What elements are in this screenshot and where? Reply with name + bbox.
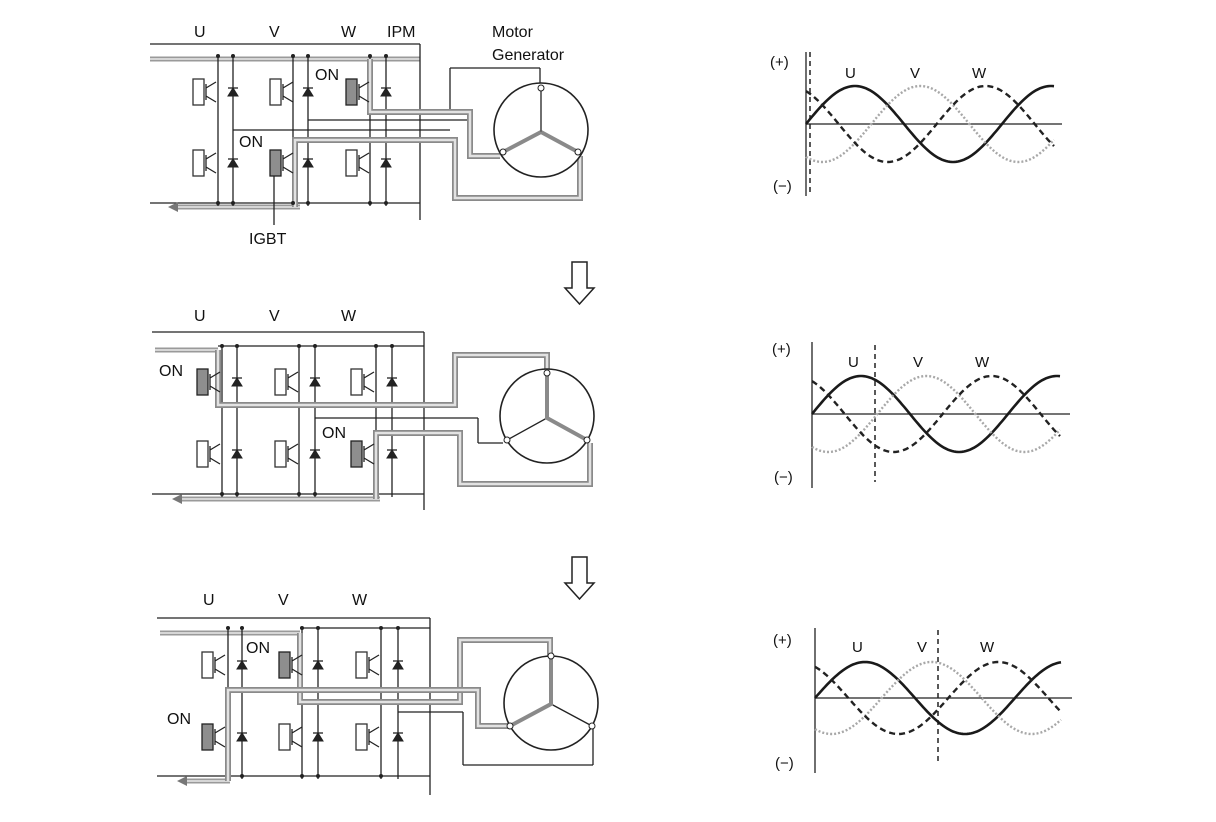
wave-u-2 (811, 374, 1061, 454)
igbt-u-upper-1 (192, 78, 205, 106)
down-arrow-2 (563, 556, 596, 601)
motor-label-line1: Motor (492, 24, 534, 41)
wave-plus-label-3: (+) (773, 632, 792, 649)
phase-label-w-2: W (341, 308, 357, 325)
wave-label-v-3: V (917, 639, 927, 656)
igbt-u-lower-1 (192, 149, 205, 177)
igbt-u-lower-2 (196, 440, 209, 468)
wave-label-w-1: W (972, 65, 987, 82)
waveform-panel-1: (+) (−) U V W (770, 52, 1062, 196)
igbt-v-upper-2 (274, 368, 287, 396)
phase-label-u-1: U (194, 24, 206, 41)
wave-v-1 (805, 84, 1055, 164)
igbt-w-upper-1 (345, 78, 358, 106)
igbt-u-upper-3 (201, 651, 214, 679)
on-label-1a: ON (315, 67, 339, 84)
phase-label-v-1: V (269, 24, 280, 41)
waveform-panels: (+) (−) U V W (+) (−) U V W (770, 52, 1072, 773)
wave-v-3 (814, 660, 1062, 736)
circuit-panel-1: U V W IPM Motor Generator (150, 24, 589, 248)
igbt-label: IGBT (249, 231, 287, 248)
on-label-3a: ON (246, 640, 270, 657)
wave-u-3 (814, 660, 1062, 736)
down-arrow-1 (563, 261, 596, 306)
circuit-panel-3: U V W (157, 592, 599, 795)
igbt-v-lower-3 (278, 723, 291, 751)
igbt-v-lower-1 (269, 149, 282, 177)
diodes-1 (227, 87, 392, 168)
phase-label-w-3: W (352, 592, 368, 609)
phase-label-v-3: V (278, 592, 289, 609)
igbt-v-lower-2 (274, 440, 287, 468)
igbt-v-upper-3 (278, 651, 291, 679)
wave-w-1 (805, 84, 1055, 164)
igbt-w-lower-2 (350, 440, 363, 468)
motor-label-line2: Generator (492, 47, 565, 64)
igbt-w-lower-3 (355, 723, 368, 751)
wave-minus-label-3: (−) (775, 755, 794, 772)
wave-label-u-1: U (845, 65, 856, 82)
wave-label-u-3: U (852, 639, 863, 656)
phase-label-u-2: U (194, 308, 206, 325)
wave-u-1 (805, 84, 1055, 164)
wave-plus-label-1: (+) (770, 54, 789, 71)
wave-label-w-2: W (975, 354, 990, 371)
waveform-panel-3: (+) (−) U V W (773, 628, 1072, 773)
phase-label-u-3: U (203, 592, 215, 609)
igbt-u-lower-3 (201, 723, 214, 751)
phase-label-w-1: W (341, 24, 357, 41)
waveform-panel-2: (+) (−) U V W (772, 341, 1070, 488)
ipm-label: IPM (387, 24, 415, 41)
on-label-1b: ON (239, 134, 263, 151)
wave-v-2 (811, 374, 1061, 454)
diodes-2 (231, 377, 398, 459)
on-label-3b: ON (167, 711, 191, 728)
igbt-v-upper-1 (269, 78, 282, 106)
phase-label-v-2: V (269, 308, 280, 325)
circuit-panel-2: U V W (152, 308, 595, 510)
wave-plus-label-2: (+) (772, 341, 791, 358)
wave-label-v-2: V (913, 354, 923, 371)
igbt-w-upper-2 (350, 368, 363, 396)
igbt-w-upper-3 (355, 651, 368, 679)
wave-label-w-3: W (980, 639, 995, 656)
wave-w-2 (811, 374, 1061, 454)
wave-label-v-1: V (910, 65, 920, 82)
wave-label-u-2: U (848, 354, 859, 371)
diodes-3 (236, 660, 404, 742)
wave-minus-label-2: (−) (774, 469, 793, 486)
on-label-2b: ON (322, 425, 346, 442)
igbt-u-upper-2 (196, 368, 209, 396)
wave-minus-label-1: (−) (773, 178, 792, 195)
igbt-w-lower-1 (345, 149, 358, 177)
on-label-2a: ON (159, 363, 183, 380)
